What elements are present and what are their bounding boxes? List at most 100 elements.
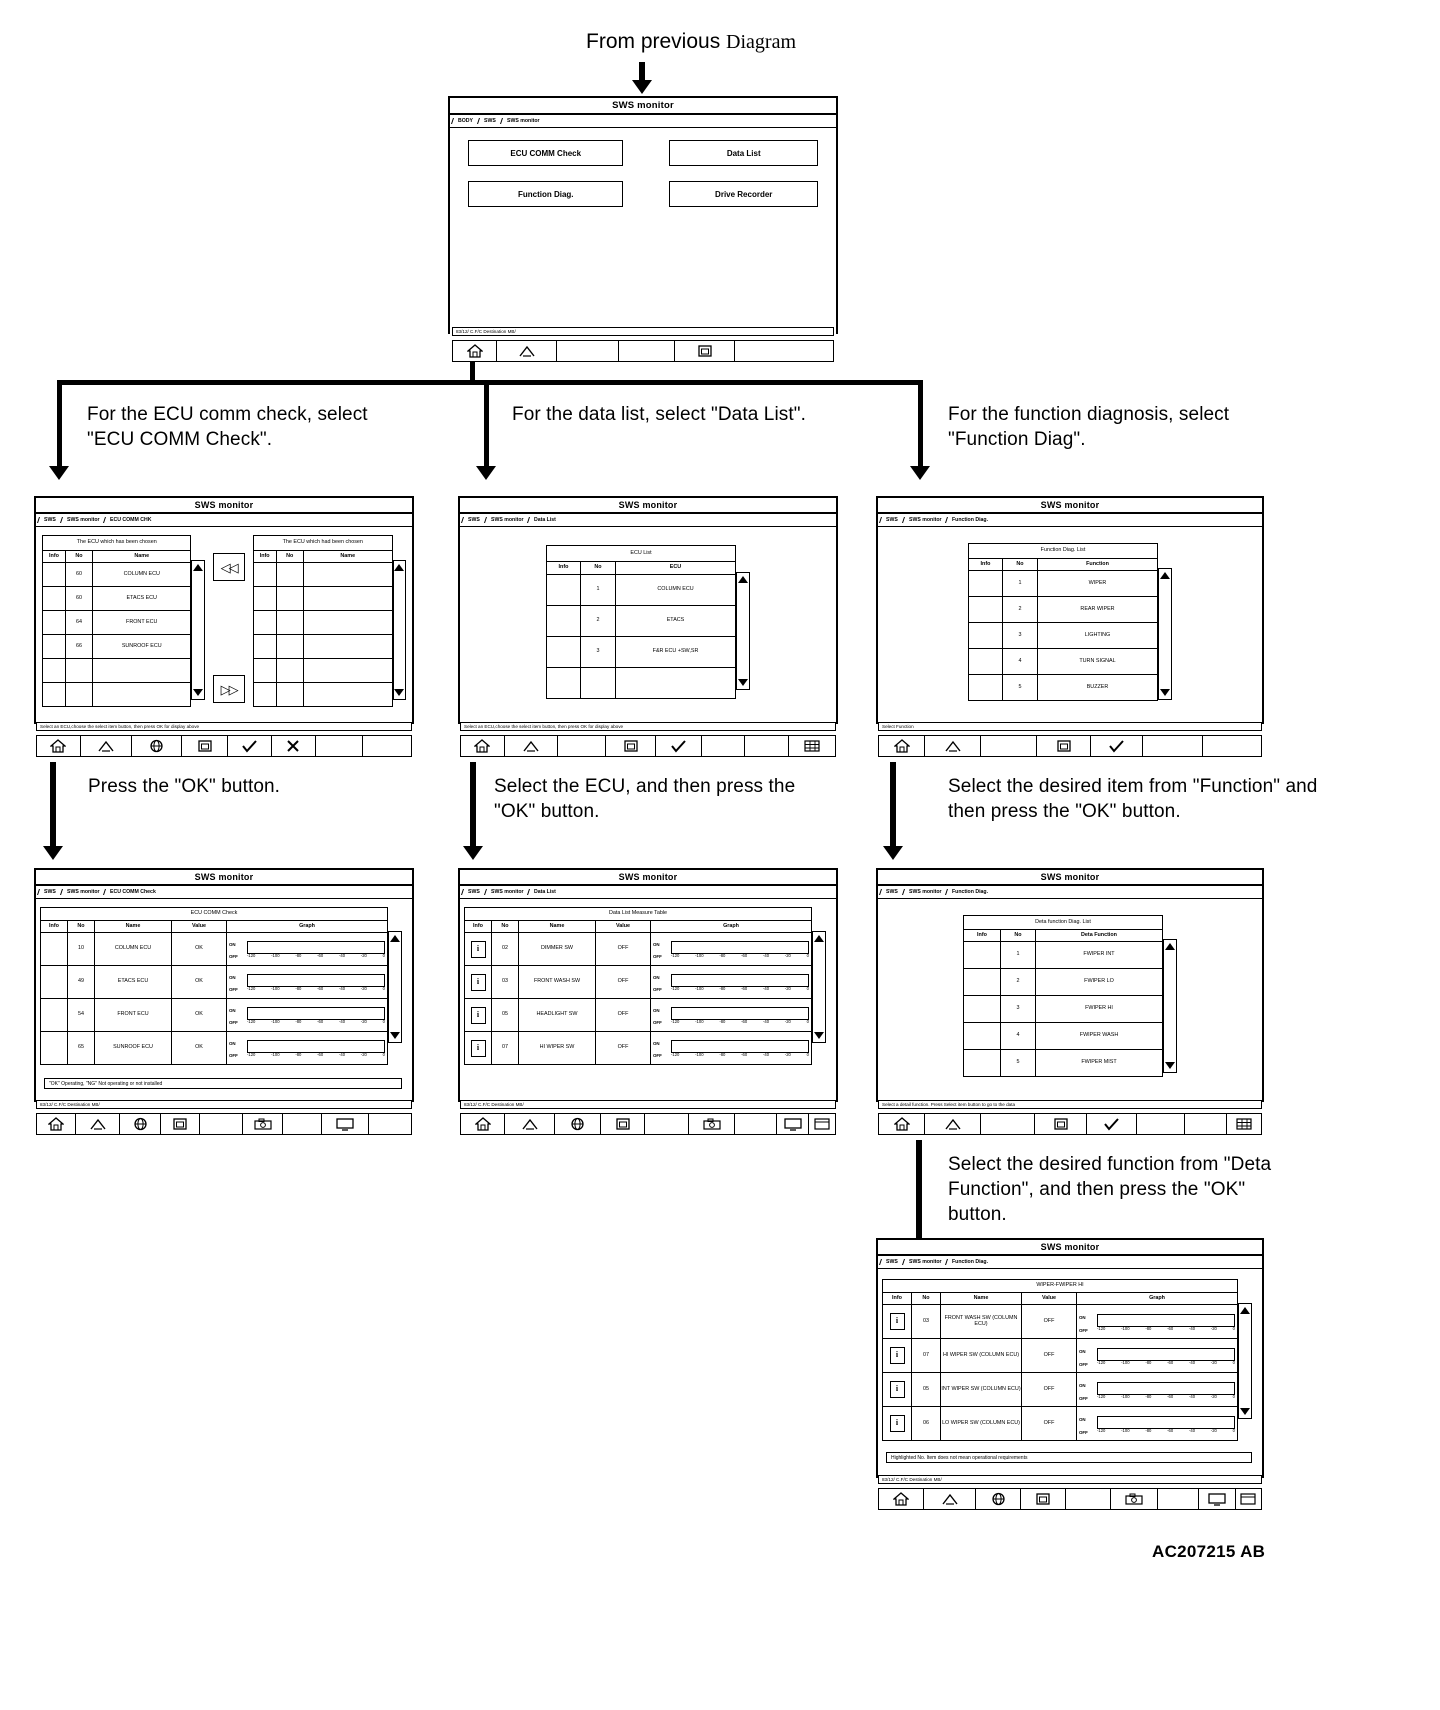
home-icon[interactable] <box>879 1114 925 1134</box>
toolbar-slot-empty[interactable] <box>363 736 411 756</box>
toolbar-slot-empty[interactable] <box>369 1114 411 1134</box>
toolbar-slot-empty[interactable] <box>557 341 619 361</box>
info-icon[interactable]: i <box>889 1347 905 1364</box>
scroll-down-icon[interactable] <box>1165 1062 1175 1069</box>
ecu-chosen-table[interactable]: The ECU which has been chosen Info No Na… <box>41 535 192 707</box>
toolbar-slot-empty[interactable] <box>1143 736 1203 756</box>
breadcrumb-item[interactable]: SWS <box>37 889 61 895</box>
breadcrumb-item[interactable]: BODY <box>451 118 478 124</box>
breadcrumb-item[interactable]: Data List <box>527 889 562 895</box>
toolbar-slot-empty[interactable] <box>558 736 607 756</box>
info-icon[interactable]: i <box>470 973 486 991</box>
breadcrumb-item[interactable]: SWS <box>461 517 485 523</box>
scroll-up-icon[interactable] <box>394 564 405 571</box>
move-left-button[interactable]: ◁◁ <box>212 553 245 581</box>
scrollbar[interactable] <box>736 572 750 690</box>
breadcrumb-item[interactable]: SWS monitor <box>901 889 947 895</box>
function-diag-button[interactable]: Function Diag. <box>468 181 624 207</box>
check-icon[interactable] <box>656 736 702 756</box>
toolbar-slot-empty[interactable] <box>1158 1489 1199 1509</box>
deta-function-list-table[interactable]: Deta function Diag. List Info No Deta Fu… <box>963 915 1163 1077</box>
table-row[interactable] <box>252 610 393 635</box>
breadcrumb-item[interactable]: SWS monitor <box>901 517 947 523</box>
breadcrumb-item[interactable]: SWS <box>879 517 903 523</box>
monitor-icon[interactable] <box>777 1114 809 1134</box>
table-row[interactable] <box>42 682 192 707</box>
breadcrumb-item[interactable]: Function Diag. <box>945 889 994 895</box>
camera-icon[interactable] <box>1111 1489 1158 1509</box>
breadcrumb-item[interactable]: SWS monitor <box>483 517 529 523</box>
breadcrumb-item[interactable]: SWS monitor <box>483 889 529 895</box>
info-icon[interactable]: i <box>889 1381 905 1398</box>
scrollbar-right[interactable] <box>392 560 406 700</box>
table-row[interactable] <box>42 658 192 683</box>
breadcrumb-item[interactable]: Function Diag. <box>945 517 994 523</box>
print-icon[interactable] <box>1037 736 1091 756</box>
ecu-comm-result-table[interactable]: ECU COMM Check Info No Name Value Graph … <box>40 907 388 1065</box>
table-row[interactable] <box>252 562 393 587</box>
scrollbar[interactable] <box>1158 568 1172 700</box>
table-row[interactable]: 49 ETACS ECU OK ON OFF -120 -100 -80 -60… <box>40 965 388 999</box>
info-icon[interactable]: i <box>889 1415 905 1432</box>
table-row[interactable]: i 07 HI WIPER SW (COLUMN ECU) OFF ON OFF… <box>882 1338 1238 1373</box>
table-row[interactable]: i 03 FRONT WASH SW OFF ON OFF -120 -100 … <box>464 965 812 999</box>
table-icon[interactable] <box>789 736 835 756</box>
check-icon[interactable] <box>1087 1114 1137 1134</box>
breadcrumb-item[interactable]: SWS monitor <box>901 1259 947 1265</box>
table-row[interactable] <box>252 658 393 683</box>
back-icon[interactable] <box>81 736 133 756</box>
breadcrumb-item[interactable]: Data List <box>527 517 562 523</box>
breadcrumb-item[interactable]: SWS monitor <box>59 889 105 895</box>
toolbar-slot-empty[interactable] <box>981 736 1037 756</box>
breadcrumb-item[interactable]: SWS <box>37 517 61 523</box>
table-row[interactable]: i 02 DIMMER SW OFF ON OFF -120 -100 -80 … <box>464 932 812 966</box>
breadcrumb-item[interactable]: SWS monitor <box>499 118 545 124</box>
function-diag-data-table[interactable]: WIPER-FWIPER HI Info No Name Value Graph… <box>882 1279 1238 1441</box>
print-icon[interactable] <box>182 736 228 756</box>
info-icon[interactable]: i <box>889 1313 905 1330</box>
scroll-up-icon[interactable] <box>814 935 824 942</box>
toolbar-slot-empty[interactable] <box>745 736 790 756</box>
info-icon[interactable]: i <box>470 1006 486 1024</box>
home-icon[interactable] <box>461 1114 505 1134</box>
toolbar-slot-empty[interactable] <box>1137 1114 1185 1134</box>
breadcrumb-item[interactable]: SWS <box>477 118 501 124</box>
drive-recorder-button[interactable]: Drive Recorder <box>669 181 818 207</box>
globe-icon[interactable] <box>976 1489 1022 1509</box>
camera-icon[interactable] <box>243 1114 284 1134</box>
back-icon[interactable] <box>505 1114 555 1134</box>
scroll-down-icon[interactable] <box>1160 689 1170 696</box>
table-row[interactable]: 65 SUNROOF ECU OK ON OFF -120 -100 -80 -… <box>40 1031 388 1065</box>
scroll-down-icon[interactable] <box>394 689 405 696</box>
breadcrumb-item[interactable]: SWS <box>879 1259 903 1265</box>
scroll-up-icon[interactable] <box>1240 1307 1250 1314</box>
toolbar-slot-empty[interactable] <box>619 341 675 361</box>
toolbar-slot-empty[interactable] <box>735 341 833 361</box>
move-right-button[interactable]: ▷▷ <box>212 675 245 703</box>
scroll-down-icon[interactable] <box>1240 1408 1250 1415</box>
scrollbar[interactable] <box>812 931 826 1043</box>
print-icon[interactable] <box>1035 1114 1087 1134</box>
scrollbar[interactable] <box>1163 939 1177 1073</box>
breadcrumb-item[interactable]: SWS <box>879 889 903 895</box>
window-icon[interactable] <box>809 1114 835 1134</box>
toolbar-slot-empty[interactable] <box>702 736 746 756</box>
table-row[interactable]: i 06 LO WIPER SW (COLUMN ECU) OFF ON OFF… <box>882 1406 1238 1441</box>
scroll-down-icon[interactable] <box>738 679 748 686</box>
breadcrumb-item[interactable]: SWS monitor <box>59 517 105 523</box>
scrollbar[interactable] <box>1238 1303 1252 1419</box>
table-row[interactable]: 10 COLUMN ECU OK ON OFF -120 -100 -80 -6… <box>40 932 388 966</box>
